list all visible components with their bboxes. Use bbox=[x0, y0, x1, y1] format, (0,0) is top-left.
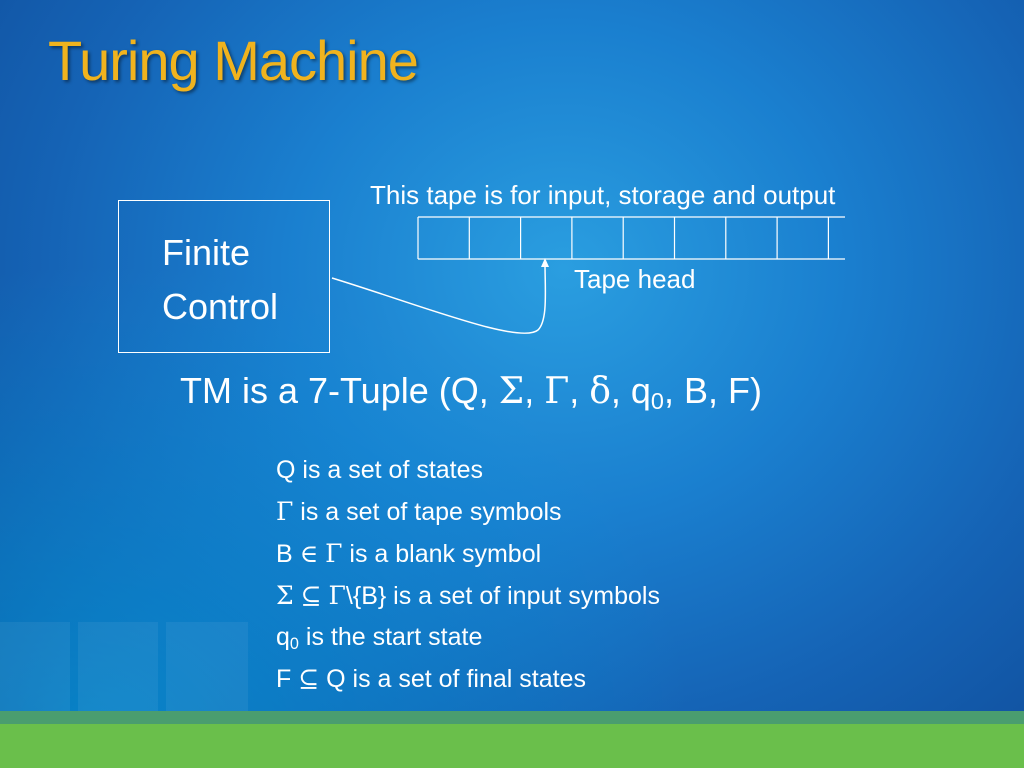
definition-text: B bbox=[276, 540, 300, 568]
definition-text: q bbox=[276, 623, 290, 651]
background-panel bbox=[0, 622, 70, 712]
footer-band-dark bbox=[0, 711, 1024, 724]
definition-text: \{B} is a set of input symbols bbox=[345, 582, 660, 610]
subset-symbol: ⊆ bbox=[300, 581, 322, 610]
definition-item: q0 is the start state bbox=[276, 617, 660, 658]
finite-control-line2: Control bbox=[162, 286, 279, 327]
definition-item: Q is a set of states bbox=[276, 450, 660, 491]
q-subscript: 0 bbox=[289, 635, 299, 654]
gamma-symbol: Γ bbox=[544, 371, 570, 412]
spacer bbox=[294, 582, 301, 610]
finite-control-label: Finite Control bbox=[162, 226, 278, 334]
definition-text: Q is a set of final states bbox=[319, 665, 586, 693]
definition-item: F ⊆ Q is a set of final states bbox=[276, 658, 660, 700]
tuple-definition: TM is a 7-Tuple (Q, Σ, Γ, δ, q0, B, F) bbox=[180, 370, 762, 414]
definition-item: Σ ⊆ Γ\{B} is a set of input symbols bbox=[276, 575, 660, 617]
definition-text: F bbox=[276, 665, 299, 693]
sigma-symbol: Σ bbox=[498, 371, 525, 412]
tape-cells bbox=[417, 217, 830, 259]
finite-control-line1: Finite bbox=[162, 232, 251, 273]
background-panel bbox=[78, 622, 158, 712]
tape-head-caption: Tape head bbox=[574, 264, 696, 294]
spacer bbox=[322, 582, 329, 610]
sigma-symbol: Σ bbox=[276, 581, 294, 610]
definition-text: is a blank symbol bbox=[342, 540, 542, 568]
definition-text: is the start state bbox=[298, 623, 483, 651]
definition-list: Q is a set of states Γ is a set of tape … bbox=[276, 450, 660, 700]
definition-text: Q is a set of states bbox=[276, 456, 484, 484]
tuple-suffix: , B, F) bbox=[663, 370, 762, 411]
q-subscript: 0 bbox=[650, 387, 664, 414]
finite-control-box bbox=[118, 200, 330, 353]
tuple-separator: , bbox=[524, 370, 545, 411]
delta-symbol: δ bbox=[589, 371, 611, 412]
gamma-symbol: Γ bbox=[276, 497, 294, 526]
tuple-separator: , bbox=[569, 370, 590, 411]
tape-head-arrow bbox=[541, 258, 549, 267]
gamma-symbol: Γ bbox=[328, 581, 346, 610]
definition-text: is a set of tape symbols bbox=[293, 498, 562, 526]
tuple-prefix: TM is a 7-Tuple (Q, bbox=[180, 370, 499, 411]
background-panel bbox=[166, 622, 248, 712]
slide-title: Turing Machine bbox=[48, 29, 419, 92]
gamma-symbol: Γ bbox=[325, 539, 343, 568]
footer-band-green bbox=[0, 724, 1024, 768]
tape-head-connector bbox=[331, 262, 547, 334]
tape-caption: This tape is for input, storage and outp… bbox=[370, 180, 836, 210]
element-of-symbol: ∈ bbox=[299, 539, 319, 568]
definition-item: B ∈ Γ is a blank symbol bbox=[276, 533, 660, 575]
tuple-separator: , q bbox=[610, 370, 651, 411]
subset-symbol: ⊆ bbox=[298, 664, 320, 693]
definition-item: Γ is a set of tape symbols bbox=[276, 491, 660, 533]
